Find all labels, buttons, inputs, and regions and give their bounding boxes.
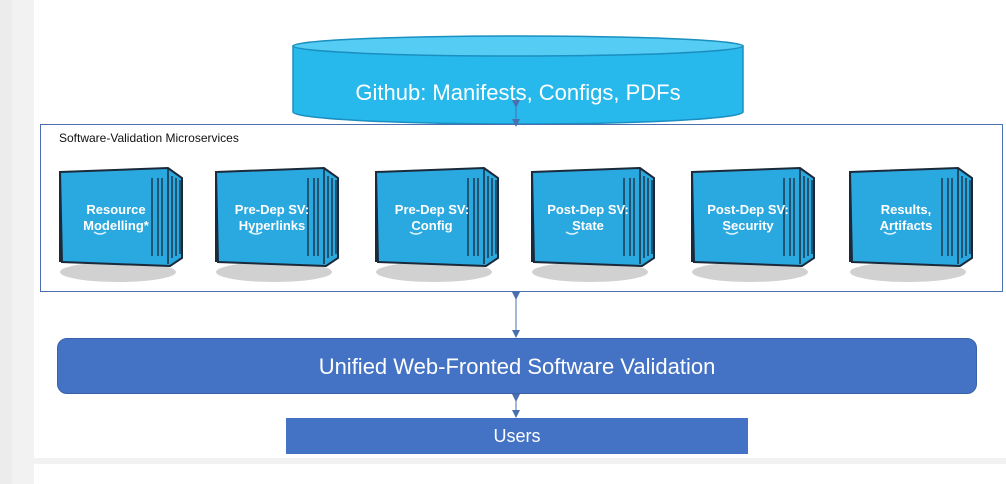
microservice-label: Pre-Dep SV: Hyperlinks: [234, 202, 310, 233]
microservice-label: Resource Modelling*: [83, 202, 149, 233]
microservice-label: Post-Dep SV: Security: [707, 202, 789, 233]
microservice-container: Post-Dep SV: State: [528, 166, 658, 286]
unified-validation-bar: Unified Web-Fronted Software Validation: [57, 338, 977, 394]
shipping-container-icon: [848, 166, 973, 282]
unified-validation-label: Unified Web-Fronted Software Validation: [318, 354, 716, 379]
shipping-container-icon: [374, 166, 499, 282]
left-margin: [0, 0, 12, 484]
shipping-container-icon: [530, 166, 655, 282]
microservices-title: Software-Validation Microservices: [59, 131, 239, 145]
next-slide-edge: [34, 464, 1006, 484]
microservice-label: Results, Artifacts: [879, 202, 933, 233]
microservice-container: Resource Modelling*: [56, 166, 186, 286]
users-bar: Users: [286, 418, 748, 454]
microservice-container: Pre-Dep SV: Config: [372, 166, 502, 286]
microservice-label: Pre-Dep SV: Config: [394, 202, 470, 233]
shipping-container-icon: [690, 166, 815, 282]
microservices-frame: Software-Validation Microservices: [40, 124, 1003, 292]
shipping-container-icon: [58, 166, 183, 282]
cylinder-shape: [292, 35, 744, 125]
microservice-container: Results, Artifacts: [846, 166, 976, 286]
microservice-container: Post-Dep SV: Security: [688, 166, 818, 286]
shipping-container-icon: [214, 166, 339, 282]
microservice-container: Pre-Dep SV: Hyperlinks: [212, 166, 342, 286]
users-label: Users: [493, 426, 541, 446]
microservice-label: Post-Dep SV: State: [547, 202, 629, 233]
